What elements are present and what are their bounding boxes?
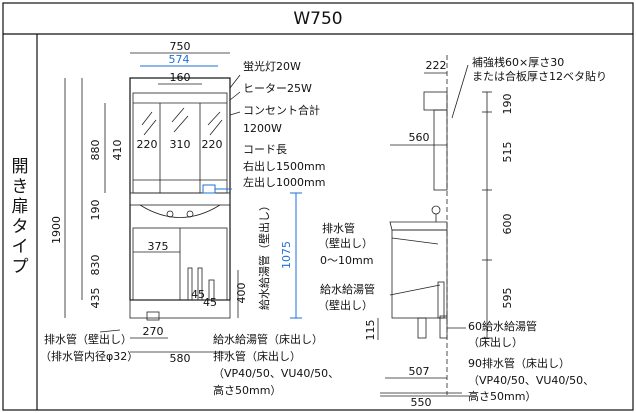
svg-text:タ: タ [12, 217, 29, 237]
svg-text:プ: プ [12, 257, 29, 277]
dim-mirror-left: 220 [137, 138, 158, 151]
label-side-drain-spec: （VP40/50、VU40/50、 [468, 374, 594, 387]
dim-435: 435 [89, 288, 102, 309]
label-side-drain-height: 高さ50mm） [468, 389, 536, 403]
dim-222: 222 [426, 59, 447, 72]
dim-375: 375 [148, 240, 169, 253]
side-pipe-b [439, 315, 448, 339]
dim-mirror-right: 220 [202, 138, 223, 151]
basin [139, 204, 221, 218]
mirror-side [433, 109, 448, 191]
side-label: 開 き 扉 タ イ プ [12, 157, 29, 277]
label-side-drain: 排水管 [322, 221, 355, 235]
side-pipe-c [417, 317, 427, 339]
label-side-drain-range: 0〜10mm [320, 254, 373, 267]
label-side-supply-floor: 60給水給湯管 [468, 319, 537, 333]
dim-side-600: 600 [501, 214, 514, 235]
label-pipe-height: 高さ50mm） [213, 383, 281, 397]
dim-1075: 1075 [280, 241, 293, 269]
dim-45b: 45 [203, 296, 217, 309]
label-side-supply-wall: （壁出し） [318, 298, 373, 312]
dim-160: 160 [170, 71, 191, 84]
callout-fluorescent: 蛍光灯20W [243, 59, 301, 73]
label-side-supply: 給水給湯管 [320, 282, 375, 296]
callout-cord-left: 左出し1000mm [243, 175, 325, 189]
callout-cord-right: 右出し1500mm [243, 159, 325, 173]
label-side-drain-wall: （壁出し） [318, 236, 373, 250]
side-faucet-icon [431, 205, 441, 215]
label-supply-wall: 給水給湯管（壁出し） [257, 200, 271, 310]
label-pipe-spec: （VP40/50、VU40/50、 [213, 367, 339, 380]
callout-outlet-watt: 1200W [243, 122, 282, 135]
dim-side-515: 515 [501, 142, 514, 163]
dim-270: 270 [143, 325, 164, 338]
dim-400: 400 [235, 283, 248, 304]
dim-580: 580 [170, 352, 191, 365]
label-drain-wall: 排水管（壁出し） [44, 332, 132, 346]
label-side-drain-floor: 90排水管（床出し） [468, 356, 570, 370]
pipe-a [187, 267, 193, 301]
label-drain-wall-dia: （排水管内径φ32） [40, 349, 138, 363]
side-view: 222 560 190 515 600 595 115 507 550 補強桟6… [318, 55, 607, 409]
svg-text:き: き [12, 177, 29, 197]
dim-830: 830 [89, 255, 102, 276]
dim-115: 115 [364, 320, 377, 341]
svg-text:開: 開 [12, 157, 29, 177]
dim-507: 507 [409, 365, 430, 378]
pipe-b [197, 267, 203, 301]
dim-410: 410 [111, 140, 124, 161]
counter [129, 192, 231, 206]
base-plinth [129, 299, 231, 319]
svg-text:扉: 扉 [12, 197, 29, 217]
drain-icon [186, 210, 194, 218]
counter-side [389, 221, 448, 231]
dim-side-595: 595 [501, 288, 514, 309]
front-view: 750 574 160 220 310 220 1900 880 410 190… [40, 40, 339, 397]
label-reinforce: 補強桟60×厚さ30 [472, 55, 564, 69]
dim-550: 550 [411, 396, 432, 409]
callout-heater: ヒーター25W [243, 82, 312, 95]
dim-560: 560 [409, 131, 430, 144]
lower-cabinet-side [391, 229, 448, 319]
dim-750: 750 [170, 40, 191, 53]
dim-880: 880 [89, 140, 102, 161]
callouts: 蛍光灯20W ヒーター25W コンセント合計 1200W コード長 右出し150… [229, 59, 325, 189]
outlet-icon [202, 184, 216, 194]
label-side-supply-floor-note: （床出し） [468, 335, 523, 349]
dim-45a: 45 [191, 288, 205, 301]
dim-190: 190 [89, 200, 102, 221]
pipe-c [208, 279, 215, 301]
svg-text:イ: イ [12, 237, 29, 257]
side-pipe-a [437, 281, 445, 319]
dim-1900: 1900 [50, 216, 63, 244]
dim-mirror-center: 310 [170, 138, 191, 151]
label-drain-floor: 排水管（床出し） [213, 349, 301, 363]
title: W750 [293, 9, 342, 29]
faucet-icon [166, 210, 174, 218]
dim-574: 574 [169, 53, 190, 66]
callout-outlet: コンセント合計 [243, 103, 320, 117]
callout-cord: コード長 [243, 143, 287, 156]
label-reinforce-alt: または合板厚さ12ベタ貼り [472, 69, 607, 83]
dim-side-190: 190 [501, 94, 514, 115]
label-supply-floor: 給水給湯管（床出し） [213, 332, 323, 346]
top-light-box [423, 91, 448, 111]
